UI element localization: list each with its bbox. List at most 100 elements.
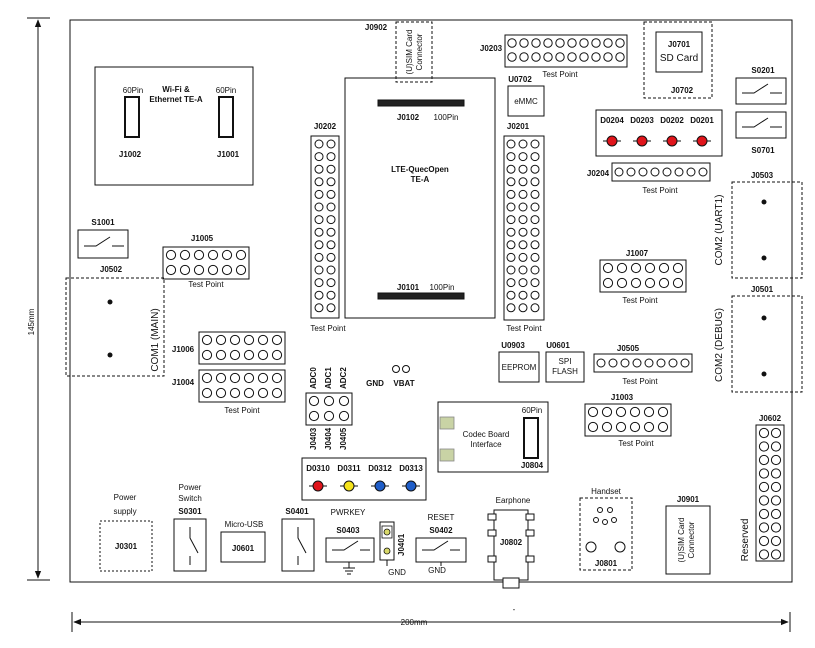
header-pin	[518, 278, 528, 288]
header-pin	[518, 152, 528, 162]
header-pin	[323, 395, 335, 407]
header-pin	[326, 189, 336, 199]
header-pin	[314, 278, 324, 288]
header-pin	[215, 372, 227, 384]
header-pin	[257, 349, 269, 361]
j1007-caption: Test Point	[622, 296, 658, 305]
j0301-label: J0301	[115, 542, 138, 551]
codec-board-interface: Codec Board Interface 60Pin J0804	[437, 401, 549, 473]
header-pin	[201, 334, 213, 346]
header-pin	[758, 481, 770, 493]
lte-title-line1: LTE-QuecOpen	[391, 165, 449, 174]
s0701-label: S0701	[751, 146, 775, 155]
header-pin	[201, 349, 213, 361]
header-pin	[519, 38, 529, 48]
j0204-label: J0204	[587, 169, 610, 178]
header-pin	[314, 164, 324, 174]
s0301-label: S0301	[178, 507, 202, 516]
header-pin	[193, 249, 205, 261]
earphone-label: Earphone	[496, 496, 531, 505]
header-pin	[506, 139, 516, 149]
header-pin	[770, 549, 782, 560]
header-pin	[506, 227, 516, 237]
j1005-caption: Test Point	[188, 280, 224, 289]
header-pin	[608, 358, 618, 368]
header-pin	[531, 52, 541, 62]
header-pin	[658, 277, 670, 289]
j0102-pins: 100Pin	[434, 113, 459, 122]
wifi-pin-left: 60Pin	[123, 86, 143, 95]
sim-top-line2: Connector	[415, 33, 424, 70]
spi-flash-chip: U0601 SPI FLASH	[545, 341, 585, 383]
header-pin	[530, 303, 540, 313]
header-pin	[506, 290, 516, 300]
header-pin	[758, 441, 770, 452]
j0602-reserved-header: J0602 Reserved	[740, 414, 785, 562]
switch-s0201: S0201	[735, 66, 787, 105]
header-pin	[326, 240, 336, 250]
j0102-label: J0102	[397, 113, 420, 122]
sim-top-line1: (U)SIM Card	[405, 30, 414, 75]
header-pin	[506, 303, 516, 313]
header-pin	[672, 262, 684, 274]
j0404-label: J0404	[324, 427, 333, 450]
header-pin	[243, 372, 255, 384]
led-label: D0203	[630, 116, 654, 125]
com2-uart1-vertical-label: COM2 (UART1)	[714, 195, 725, 266]
header-pin	[506, 164, 516, 174]
j0602-label: J0602	[759, 414, 782, 423]
header-pin	[644, 262, 656, 274]
led-blue	[374, 480, 386, 492]
sim-connector-top: J0902 (U)SIM Card Connector	[365, 21, 433, 83]
header-pin	[644, 358, 654, 368]
header-pin	[314, 252, 324, 262]
j0204-caption: Test Point	[642, 186, 678, 195]
j1005-header: J1005 Test Point	[162, 234, 250, 289]
header-pin	[243, 334, 255, 346]
handset-label: Handset	[591, 487, 622, 496]
header-pin	[530, 139, 540, 149]
j0201-header: J0201 Test Point	[503, 122, 545, 333]
header-pin	[338, 395, 350, 407]
led-label: D0201	[690, 116, 714, 125]
header-pin	[644, 277, 656, 289]
width-label: 200mm	[401, 618, 428, 627]
header-pin	[656, 358, 666, 368]
j0203-label: J0203	[480, 44, 503, 53]
switch-s0701: S0701	[735, 111, 787, 155]
header-pin	[620, 358, 630, 368]
vbat-label: VBAT	[393, 379, 414, 388]
header-pin	[668, 358, 678, 368]
header-pin	[221, 264, 233, 276]
header-pin	[770, 481, 782, 493]
header-pin	[680, 358, 690, 368]
s0401-label: S0401	[285, 507, 309, 516]
led-blue	[405, 480, 417, 492]
header-pin	[632, 358, 642, 368]
header-pin	[674, 167, 684, 177]
j0405-label: J0405	[339, 427, 348, 450]
header-pin	[314, 290, 324, 300]
header-pin	[518, 164, 528, 174]
header-pin	[165, 249, 177, 261]
header-pin	[770, 468, 782, 479]
header-pin	[308, 395, 320, 407]
gnd-vbat-test-points: GND VBAT	[366, 365, 415, 388]
header-pin	[207, 264, 219, 276]
header-pin	[758, 468, 770, 479]
led-label: D0313	[399, 464, 423, 473]
j1006-label: J1006	[172, 345, 195, 354]
header-pin	[567, 38, 577, 48]
header-pin	[686, 167, 696, 177]
header-pin	[201, 387, 213, 399]
header-pin	[179, 249, 191, 261]
header-pin	[758, 535, 770, 547]
led-red	[666, 135, 678, 147]
header-pin	[235, 264, 247, 276]
emmc-label: eMMC	[514, 97, 538, 106]
led-red	[312, 480, 324, 492]
header-pin	[770, 508, 782, 520]
header-pin	[643, 406, 655, 418]
header-pin	[530, 252, 540, 262]
header-pin	[518, 202, 528, 212]
